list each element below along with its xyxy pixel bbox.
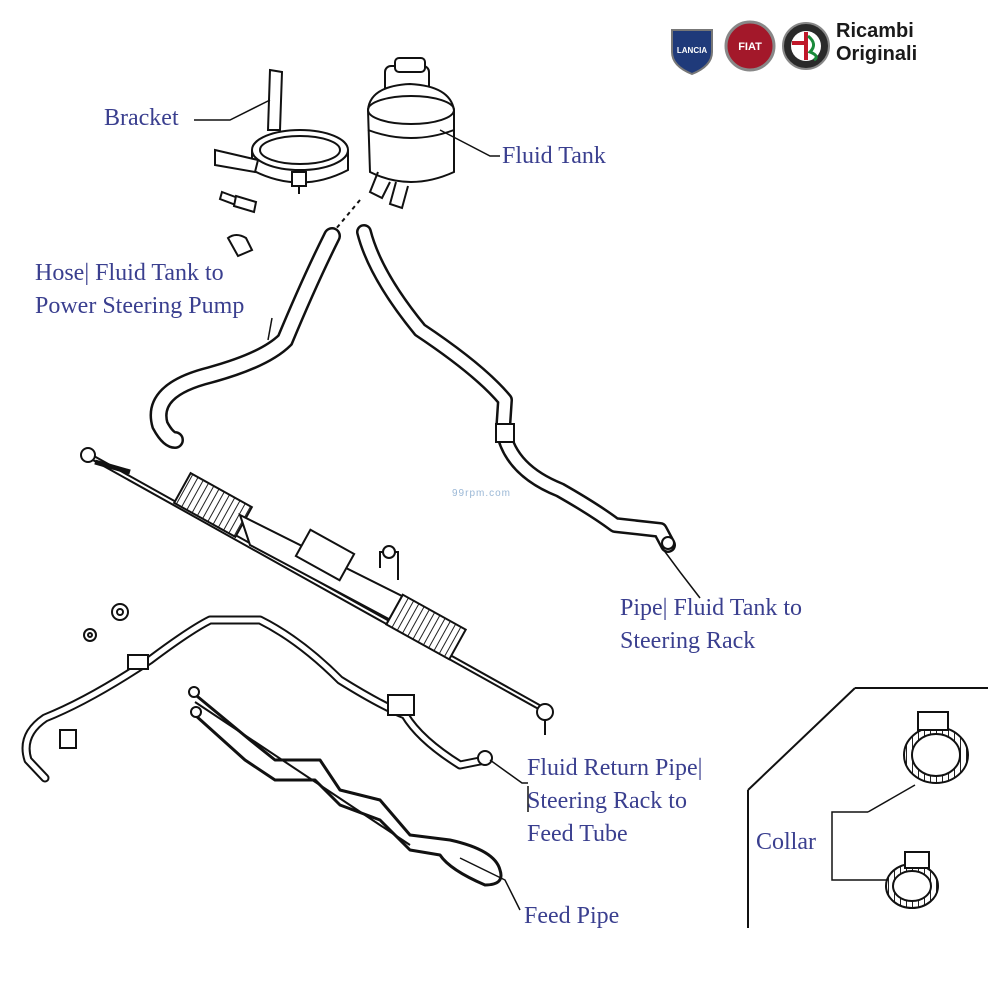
label-feed-pipe: Feed Pipe [524,903,620,929]
hose-pump-drawing [149,227,341,449]
label-fluid-return: Fluid Return Pipe| Steering Rack to Feed… [527,752,702,851]
watermark: 99rpm.com [452,488,512,499]
ricambi-originali-title: Ricambi Originali [836,20,917,66]
lancia-badge-text: LANCIA [677,46,707,55]
brand-title-line1: Ricambi [836,20,914,42]
alfa-romeo-badge [782,22,830,70]
label-collar: Collar [756,829,816,855]
lancia-badge: LANCIA [671,29,713,76]
label-hose: Hose| Fluid Tank to Power Steering Pump [35,257,244,323]
return-pipe-drawing [21,615,493,783]
pipe-rack-drawing [356,224,676,553]
label-pipe: Pipe| Fluid Tank to Steering Rack [620,592,802,658]
bracket-drawing [214,68,349,258]
collar-small-drawing [885,851,939,909]
label-pipe-line2: Steering Rack [620,628,756,654]
label-pipe-line1: Pipe| Fluid Tank to [620,595,803,621]
feed-pipe-drawing [188,686,503,887]
label-fluid-tank: Fluid Tank [502,143,606,169]
steering-rack-drawing [80,447,554,735]
label-return-line1: Fluid Return Pipe| [527,755,703,781]
fluid-tank-drawing [329,57,455,237]
leader-lines [194,99,916,911]
brand-title-line2: Originali [836,43,918,65]
fiat-badge-text: FIAT [738,41,762,53]
label-return-line2: Steering Rack to [527,788,687,814]
label-hose-line2: Power Steering Pump [35,293,245,319]
collar-box [747,687,988,928]
label-hose-line1: Hose| Fluid Tank to [35,260,224,286]
fiat-badge: FIAT [724,20,776,72]
label-bracket: Bracket [104,105,179,131]
collar-large-drawing [903,711,969,784]
label-return-line3: Feed Tube [527,821,628,847]
